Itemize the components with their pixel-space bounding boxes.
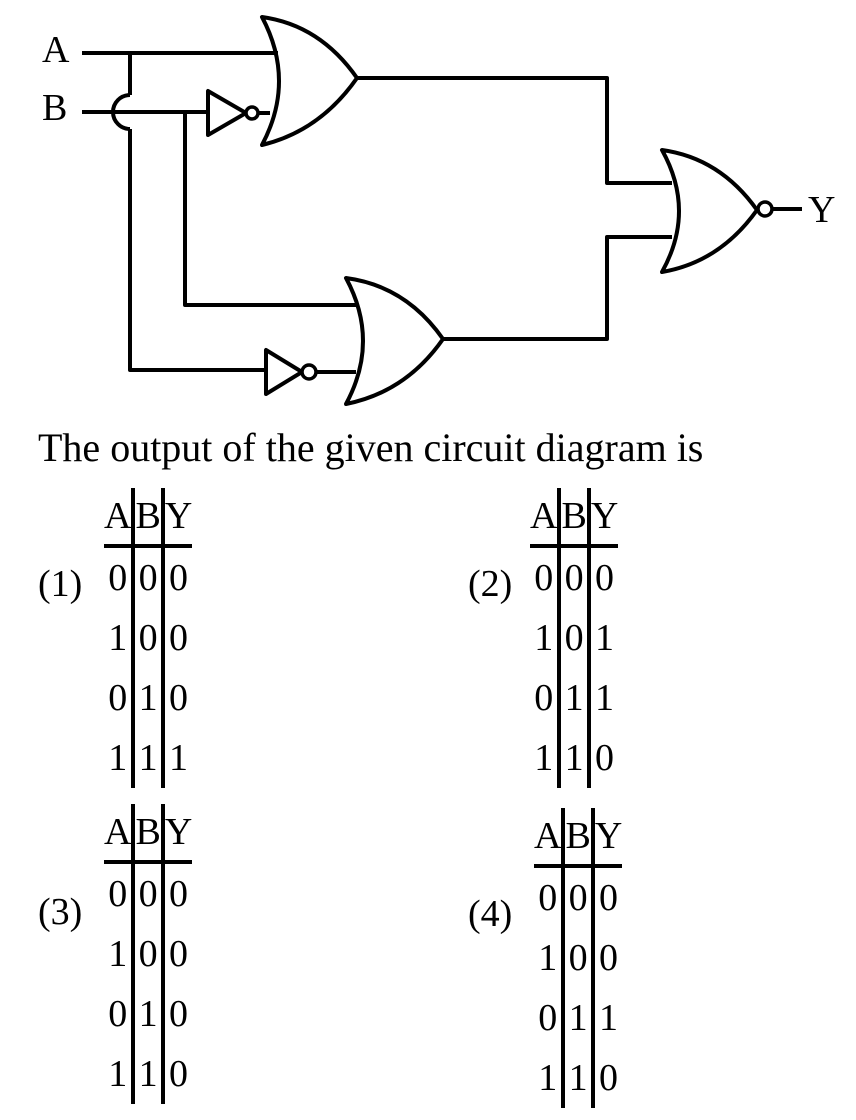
or-gate-upper [260,15,359,147]
header-a: A [534,808,566,868]
wire-b-branch [183,112,358,307]
table-row: 1 0 0 [104,924,192,984]
table-row: 1 1 0 [530,728,618,788]
truth-table-1: A B Y 0 0 0 1 0 0 0 1 0 1 1 1 [104,488,193,788]
table-row: 0 0 0 [104,862,192,924]
option-4-label: (4) [468,893,513,935]
header-b: B [559,488,591,548]
nor-gate-output-bubble [756,200,774,218]
header-y: Y [162,488,193,548]
question-text: The output of the given circuit diagram … [38,425,704,470]
table-row: 1 0 0 [104,608,192,668]
table-row: 0 1 0 [104,668,192,728]
header-y: Y [162,804,193,864]
header-y: Y [588,488,619,548]
input-label-b: B [42,87,67,129]
table-row: 1 0 0 [534,928,622,988]
not-gate-upper-bubble [244,105,260,121]
table-row: 1 1 0 [104,1044,192,1104]
table-row: 0 1 0 [104,984,192,1044]
header-a: A [530,488,562,548]
not-gate-lower [264,348,304,396]
logic-circuit-diagram: A B Y [42,15,835,406]
wire-lower-or-out [443,235,672,341]
truth-table-3: A B Y 0 0 0 1 0 0 0 1 0 1 1 0 [104,804,193,1104]
header-b: B [133,804,165,864]
table-row: 0 1 1 [530,668,618,728]
truth-table-4: A B Y 0 0 0 1 0 0 0 1 1 1 1 0 [534,808,623,1108]
header-a: A [104,488,136,548]
or-gate-lower [344,276,445,406]
table-row: 0 1 1 [534,988,622,1048]
table-row: 1 1 0 [534,1048,622,1108]
table-row: 1 1 1 [104,728,192,788]
table-row: 1 0 1 [530,608,618,668]
option-2-label: (2) [468,563,513,605]
input-label-a: A [42,29,70,71]
header-y: Y [592,808,623,868]
nor-gate-output [660,148,759,274]
output-label-y: Y [808,189,835,231]
option-1-label: (1) [38,563,83,605]
not-gate-upper [206,89,248,137]
header-a: A [104,804,136,864]
option-3-label: (3) [38,891,83,933]
not-gate-lower-bubble [300,363,318,381]
table-row: 0 0 0 [534,866,622,928]
wire-upper-or-out [357,76,672,185]
table-row: 0 0 0 [104,546,192,608]
wire-a-down [128,129,265,372]
header-b: B [133,488,165,548]
truth-table-2: A B Y 0 0 0 1 0 1 0 1 1 1 1 0 [530,488,619,788]
header-b: B [563,808,595,868]
table-row: 0 0 0 [530,546,618,608]
